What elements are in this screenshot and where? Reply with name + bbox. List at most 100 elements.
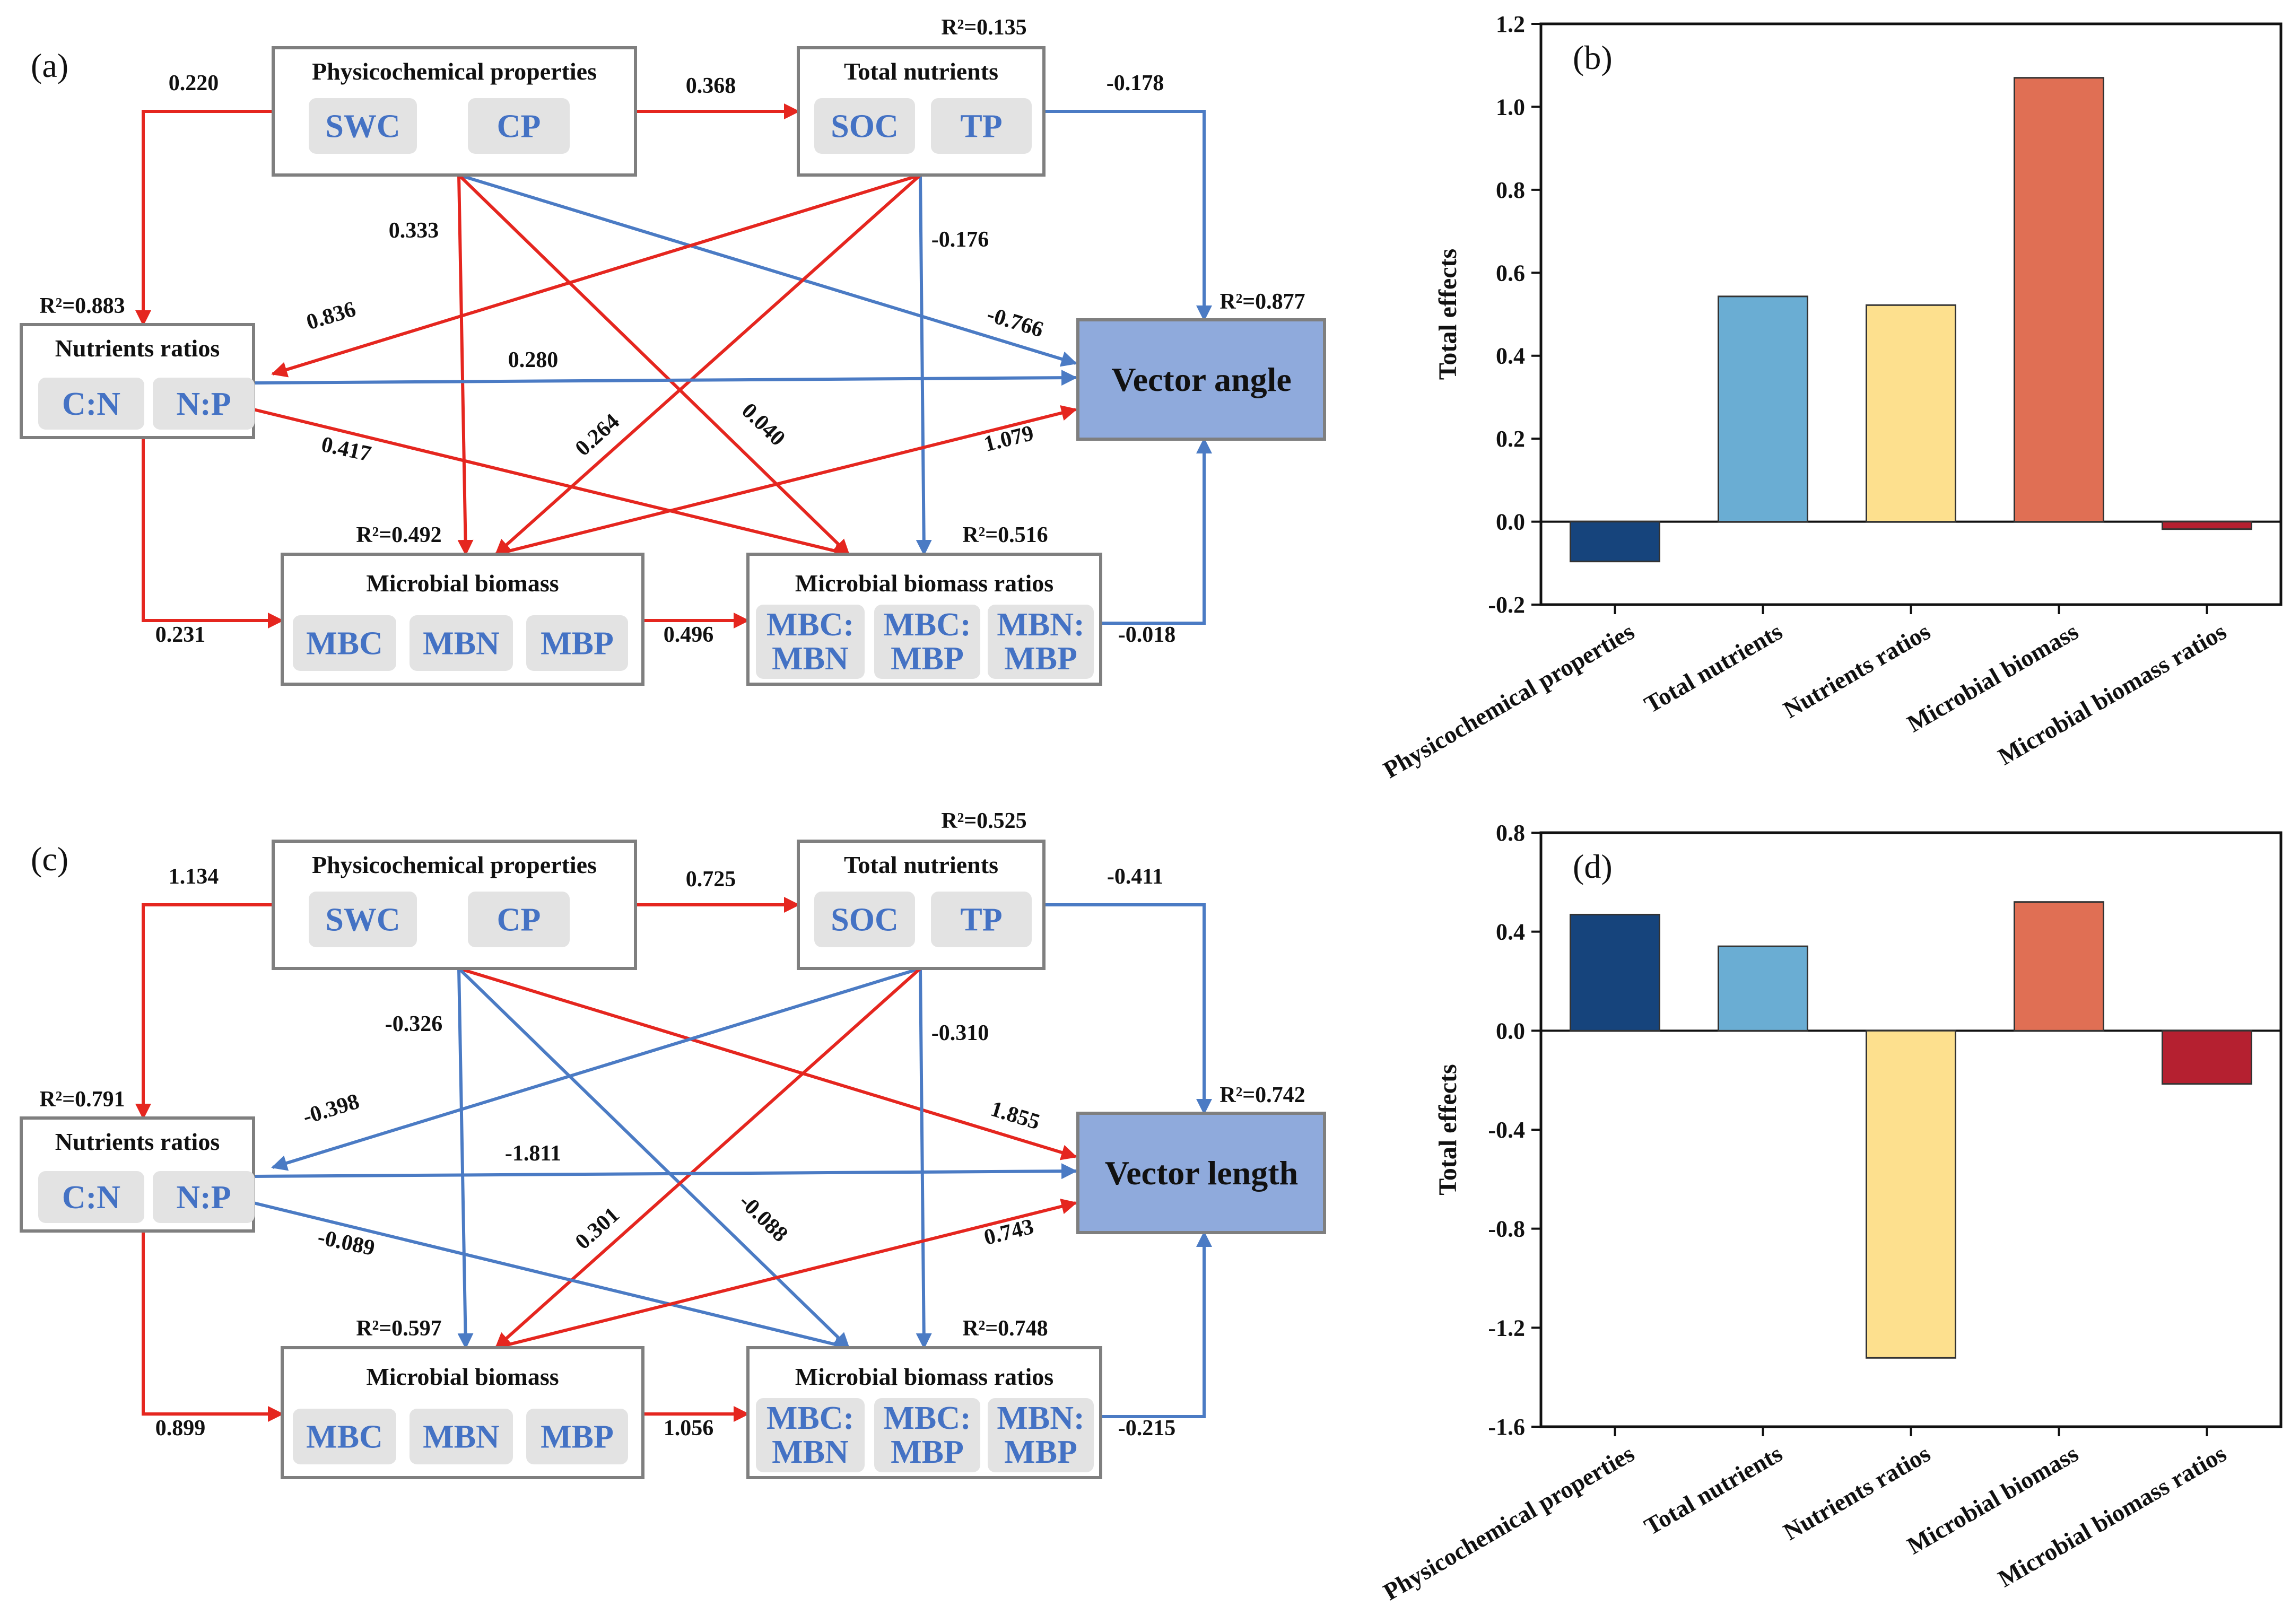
path-coefficient-physico-to-target: 1.855: [988, 1097, 1043, 1135]
category-label: Nutrients ratios: [1779, 617, 1935, 723]
chip-biomass: [293, 615, 396, 671]
y-tick-label: 1.2: [1496, 11, 1525, 37]
bar-0: [1570, 521, 1660, 563]
chip-total: [931, 892, 1032, 947]
path-coefficient-total-to-target: -0.411: [1107, 865, 1163, 889]
y-tick-label: -0.8: [1488, 1216, 1525, 1242]
y-tick-label: -0.2: [1488, 592, 1525, 618]
panel-label: (b): [1573, 39, 1613, 76]
path-mbratios-to-target: [1101, 438, 1212, 625]
y-tick-label: -1.2: [1488, 1315, 1525, 1341]
r-squared-biomass: R²=0.492: [356, 523, 441, 547]
r-squared-biomass: R²=0.597: [356, 1316, 441, 1341]
bar-1: [1718, 945, 1808, 1032]
box-title-mbratios: Microbial biomass ratios: [795, 570, 1053, 597]
chip-mbratios: [988, 605, 1094, 679]
path-coefficient-biomass-to-mbratios: 1.056: [664, 1416, 714, 1440]
chip-mbratios: [988, 1398, 1094, 1472]
chip-label-biomass: MBC: [306, 626, 383, 662]
y-tick-label: 0.4: [1496, 343, 1525, 369]
y-tick-label: 0.2: [1496, 426, 1525, 452]
box-title-ratios: Nutrients ratios: [55, 335, 220, 362]
path-coefficient-physico-to-ratios: 1.134: [169, 865, 219, 889]
path-physico-to-ratios: [135, 903, 273, 1120]
path-coefficient-total-to-target: -0.178: [1107, 71, 1164, 95]
chip-ratios: [38, 378, 144, 430]
chip-label-biomass: MBN: [423, 1419, 500, 1455]
y-tick-label: 0.8: [1496, 177, 1525, 203]
path-coefficient-physico-to-mbratios: 0.040: [737, 398, 790, 451]
chip-mbratios: [874, 1398, 980, 1472]
chip-label-mbratios: MBN:MBP: [997, 1400, 1084, 1470]
chip-label-total: SOC: [831, 902, 898, 938]
path-total-to-mbratios: [916, 174, 932, 556]
path-physico-to-target: [458, 173, 1077, 367]
chip-biomass: [526, 1409, 628, 1464]
path-coefficient-mbratios-to-target: -0.215: [1118, 1416, 1176, 1440]
path-coefficient-ratios-to-target: 0.280: [508, 348, 559, 372]
chip-label-mbratios: MBN:MBP: [997, 607, 1084, 677]
r-squared-target: R²=0.742: [1219, 1083, 1305, 1107]
chip-biomass: [526, 615, 628, 671]
chip-label-biomass: MBP: [541, 1419, 614, 1455]
r-squared-total: R²=0.135: [941, 15, 1026, 40]
bar-2: [1866, 1029, 1956, 1359]
y-tick-label: -1.6: [1488, 1414, 1525, 1440]
path-ratios-to-mbratios: [253, 1201, 850, 1352]
path-biomass-to-target: [495, 1198, 1077, 1349]
chip-label-ratios: N:P: [176, 386, 231, 422]
path-coefficient-ratios-to-biomass: 0.899: [155, 1416, 206, 1440]
chip-label-ratios: C:N: [62, 1180, 120, 1216]
bar-4: [2162, 1029, 2252, 1085]
r-squared-ratios: R²=0.883: [39, 294, 125, 318]
box-title-physico: Physicochemical properties: [312, 58, 597, 85]
box-title-biomass: Microbial biomass: [366, 570, 559, 597]
chip-biomass: [410, 1409, 513, 1464]
path-ratios-to-mbratios: [253, 408, 850, 559]
chip-label-mbratios: MBC:MBN: [766, 607, 854, 677]
chip-label-total: TP: [960, 902, 1002, 938]
path-total-to-target: [1044, 903, 1212, 1115]
path-coefficient-biomass-to-target: 0.743: [981, 1215, 1036, 1250]
panel-label: (a): [31, 47, 68, 84]
chip-label-physico: CP: [497, 109, 541, 145]
chip-total: [814, 98, 915, 154]
category-label: Physicochemical properties: [1379, 617, 1639, 783]
chip-label-biomass: MBP: [541, 626, 614, 662]
path-coefficient-total-to-mbratios: -0.310: [931, 1021, 989, 1045]
panel-label: (d): [1573, 848, 1613, 885]
chip-ratios: [153, 378, 255, 430]
panel-label: (c): [31, 840, 68, 878]
path-physico-to-target: [458, 967, 1077, 1160]
chip-mbratios: [756, 605, 865, 679]
y-tick-label: 1.0: [1496, 94, 1525, 120]
category-label: Physicochemical properties: [1379, 1439, 1639, 1605]
box-title-biomass: Microbial biomass: [366, 1363, 559, 1390]
category-label: Total nutrients: [1640, 1439, 1787, 1540]
path-coefficient-physico-to-biomass: -0.326: [385, 1012, 443, 1036]
path-biomass-to-target: [495, 405, 1077, 556]
chip-physico: [309, 98, 417, 154]
chip-ratios: [38, 1171, 144, 1223]
chip-label-mbratios: MBC:MBP: [883, 607, 971, 677]
path-coefficient-physico-to-biomass: 0.333: [389, 219, 439, 243]
path-ratios-to-target: [253, 1163, 1077, 1180]
path-coefficient-physico-to-mbratios: -0.088: [734, 1189, 792, 1246]
y-axis-label: Total effects: [1434, 1064, 1462, 1195]
y-tick-label: -0.4: [1488, 1117, 1525, 1143]
box-title-ratios: Nutrients ratios: [55, 1128, 220, 1155]
path-physico-to-mbratios: [457, 173, 850, 556]
box-title-total: Total nutrients: [844, 851, 998, 878]
path-coefficient-ratios-to-target: -1.811: [505, 1141, 561, 1166]
bar-0: [1570, 913, 1660, 1032]
path-coefficient-total-to-biomass: 0.264: [571, 409, 624, 461]
chip-label-biomass: MBN: [423, 626, 500, 662]
bar-3: [2014, 77, 2104, 523]
path-ratios-to-target: [253, 370, 1077, 386]
chip-label-total: SOC: [831, 109, 898, 145]
path-mbratios-to-target: [1101, 1231, 1212, 1418]
bar-3: [2014, 901, 2104, 1032]
y-tick-label: 0.4: [1496, 919, 1525, 945]
